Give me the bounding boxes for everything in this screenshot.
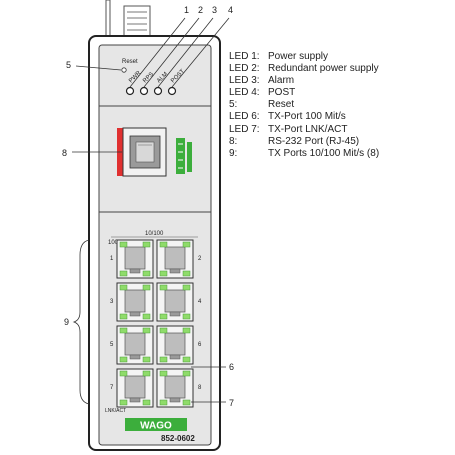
led-lnkact-port-3-b: [142, 313, 151, 320]
legend-row: 5: Reset: [229, 99, 379, 111]
callout-1: 1: [184, 5, 189, 15]
callout-lines: [72, 17, 230, 405]
legend-key: LED 2:: [229, 63, 260, 75]
led-rps: [139, 86, 149, 96]
legend-text: Alarm: [268, 75, 295, 87]
callout-6: 6: [229, 362, 234, 372]
model-number: 852-0602: [161, 434, 195, 443]
led-alm: [153, 86, 163, 96]
rs232-port[interactable]: [117, 127, 167, 177]
legend-row: LED 3: Alarm: [229, 75, 379, 87]
callout-7: 7: [229, 398, 234, 408]
legend-key: LED 6:: [229, 111, 260, 123]
legend-row: LED 1: Power supply: [229, 51, 379, 63]
led-100-port-7-b: [142, 370, 151, 377]
port-number-4: 4: [198, 299, 202, 305]
callout-3: 3: [212, 5, 217, 15]
led-100-port-3-b: [142, 284, 151, 291]
led-lnkact-port-6-b: [182, 356, 191, 363]
legend-row: 9: TX Ports 10/100 Mit/s (8): [229, 148, 379, 160]
led-lnkact-port-1-b: [142, 270, 151, 277]
speed-label: 100: [108, 240, 119, 246]
wago-logo: WAGO: [125, 418, 187, 432]
callout-5: 5: [66, 60, 71, 70]
led-100-port-8-b: [182, 370, 191, 377]
reset-button[interactable]: [121, 67, 127, 73]
legend-text: Redundant power supply: [268, 63, 379, 75]
legend-key: 9:: [229, 147, 238, 159]
callout-9: 9: [64, 317, 69, 327]
led-100-port-1-b: [142, 241, 151, 248]
legend-text: Power supply: [268, 51, 329, 62]
led-lnkact-port-4-b: [182, 313, 191, 320]
led-lnkact-port-7-b: [142, 399, 151, 406]
led-100-port-5: [119, 327, 128, 334]
callout-8: 8: [62, 148, 67, 158]
led-100-port-7: [119, 370, 128, 377]
led-lnkact-port-3: [119, 313, 128, 320]
led-lnkact-port-6: [159, 356, 168, 363]
callout-2: 2: [198, 5, 203, 15]
wago-side-logo: [176, 138, 192, 174]
legend-text: POST: [268, 87, 296, 99]
legend-row: LED 6: TX-Port 100 Mit/s: [229, 111, 379, 123]
legend-row: LED 2: Redundant power supply: [229, 63, 379, 75]
legend-row: LED 4: POST: [229, 87, 379, 99]
port-number-3: 3: [110, 299, 114, 305]
port-number-6: 6: [198, 342, 202, 348]
led-100-port-5-b: [142, 327, 151, 334]
legend-text: TX-Port 100 Mit/s: [268, 111, 346, 123]
legend-row: LED 7: TX-Port LNK/ACT: [229, 124, 379, 136]
legend-key: 8:: [229, 135, 238, 147]
led-pwr: [125, 86, 135, 96]
led-100-port-4-b: [182, 284, 191, 291]
led-100-port-4: [159, 284, 168, 291]
legend-text: RS-232 Port (RJ-45): [268, 135, 360, 147]
legend-key: 5:: [229, 99, 238, 111]
wago-logo-text: WAGO: [140, 421, 172, 432]
led-100-port-3: [119, 284, 128, 291]
legend-key: LED 1:: [229, 51, 260, 62]
port-number-5: 5: [110, 342, 114, 348]
led-100-port-1: [119, 241, 128, 248]
led-100-port-6-b: [182, 327, 191, 334]
ethernet-ports: [116, 239, 194, 408]
led-100-port-2: [159, 241, 168, 248]
led-post: [167, 86, 177, 96]
led-lnkact-port-1: [119, 270, 128, 277]
led-lnkact-port-5: [119, 356, 128, 363]
legend-text: TX Ports 10/100 Mit/s (8): [268, 147, 380, 159]
led-lnkact-port-4: [159, 313, 168, 320]
led-100-port-8: [159, 370, 168, 377]
led-lnkact-port-2-b: [182, 270, 191, 277]
din-rail-clip: [105, 0, 151, 41]
port-number-2: 2: [198, 256, 202, 262]
legend-text: Reset: [268, 99, 295, 111]
led-100-port-6: [159, 327, 168, 334]
port-number-7: 7: [110, 385, 114, 391]
legend-key: LED 7:: [229, 123, 260, 135]
legend-key: LED 3:: [229, 75, 260, 87]
legend-key: LED 4:: [229, 87, 260, 99]
legend-row: 8: RS-232 Port (RJ-45): [229, 136, 379, 148]
led-lnkact-port-8-b: [182, 399, 191, 406]
port-number-1: 1: [110, 256, 114, 262]
linkact-label: LNK/ACT: [105, 408, 126, 414]
callout-4: 4: [228, 5, 233, 15]
legend-text: TX-Port LNK/ACT: [268, 123, 348, 135]
led-lnkact-port-5-b: [142, 356, 151, 363]
led-lnkact-port-2: [159, 270, 168, 277]
reset-label: Reset: [122, 59, 138, 65]
led-lnkact-port-7: [119, 399, 128, 406]
port-group-label: 10/100: [145, 231, 164, 237]
led-100-port-2-b: [182, 241, 191, 248]
port-number-8: 8: [198, 385, 202, 391]
led-lnkact-port-8: [159, 399, 168, 406]
legend: LED 1: Power supply LED 2: Redundant power…: [229, 51, 379, 160]
